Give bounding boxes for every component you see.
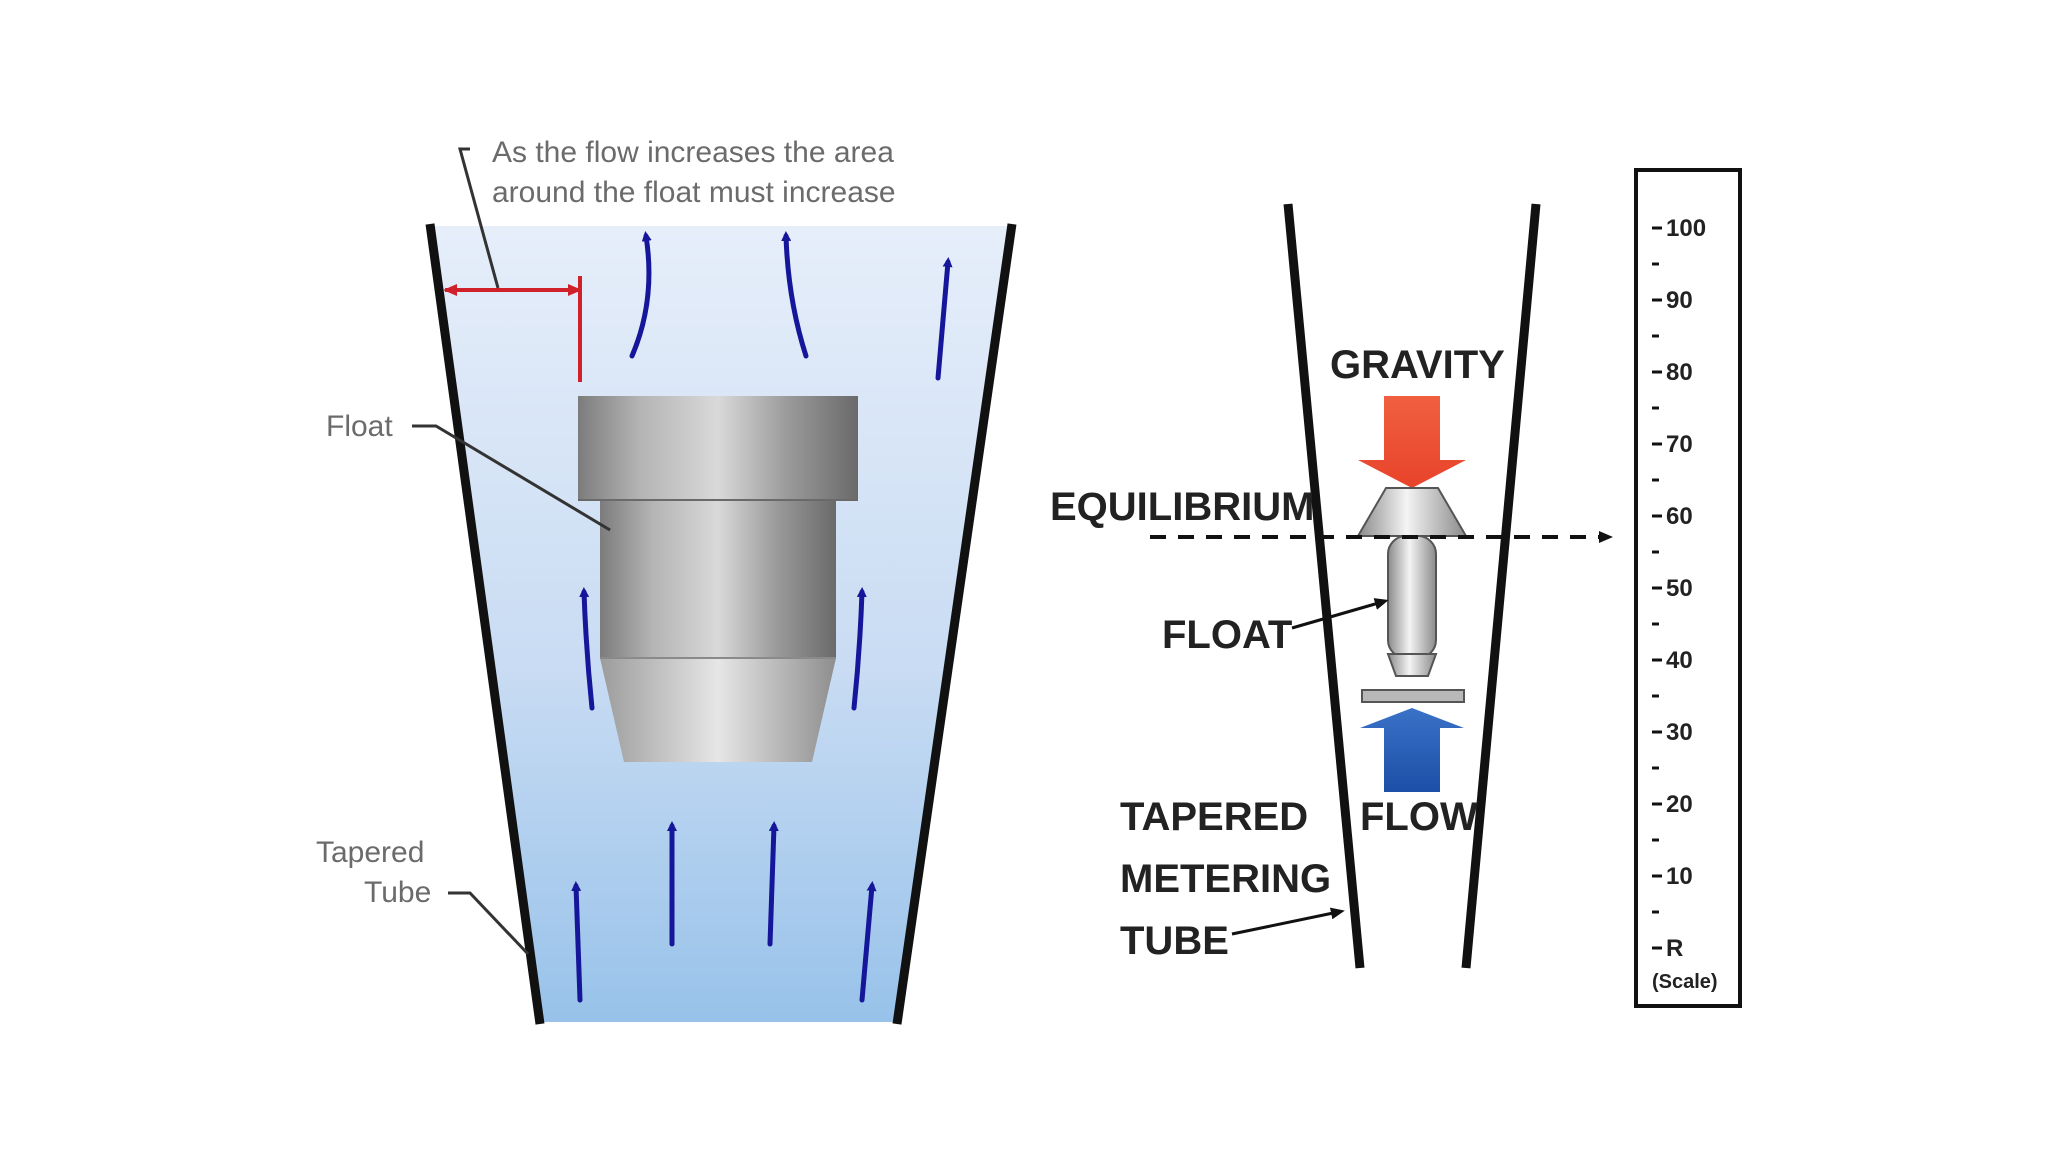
area-annotation-line1: As the flow increases the area xyxy=(492,136,894,169)
area-dimension-marker xyxy=(443,147,582,382)
metering-float xyxy=(1356,487,1468,703)
flow-arrow xyxy=(859,881,877,1003)
gravity-label: GRAVITY xyxy=(1330,343,1505,387)
scale-tick-label: 100 xyxy=(1666,215,1706,242)
metering-tube-wall-right xyxy=(1461,203,1541,969)
tube-label-line2: Tube xyxy=(364,876,431,909)
scale-tick-label: R xyxy=(1666,935,1683,962)
flow-arrow xyxy=(767,821,779,947)
scale-tick-label: 70 xyxy=(1666,431,1693,458)
scale-tick-label: 50 xyxy=(1666,575,1693,602)
right-panel: GRAVITY FLOW EQUILIBRIUM FLOAT TAPERED M… xyxy=(1050,168,1742,1008)
scale-tick-label: 60 xyxy=(1666,503,1693,530)
float-leader-line xyxy=(412,424,611,532)
scale-tick-label: 20 xyxy=(1666,791,1693,818)
flow-arrow xyxy=(935,257,953,381)
flow-force-arrow xyxy=(1360,708,1464,792)
flow-arrows xyxy=(571,231,953,1003)
metering-float-leader xyxy=(1291,598,1389,630)
tube-label-line1: Tapered xyxy=(316,836,424,869)
scale-tick-label: 40 xyxy=(1666,647,1693,674)
scale-tick-label: 90 xyxy=(1666,287,1693,314)
scale-caption: (Scale) xyxy=(1652,971,1718,993)
tube-leader-line xyxy=(448,891,530,956)
flow-label: FLOW xyxy=(1360,795,1478,839)
gravity-arrow xyxy=(1358,396,1466,488)
float-label: Float xyxy=(326,410,393,443)
scale-ticks: 100 90 80 70 60 50 40 30 20 10R xyxy=(1652,215,1706,962)
scale-tick-label: 80 xyxy=(1666,359,1693,386)
tube-wall-right xyxy=(892,223,1017,1025)
flow-arrow xyxy=(629,231,652,359)
equilibrium-label: EQUILIBRIUM xyxy=(1050,485,1314,529)
metering-float-label: FLOAT xyxy=(1162,613,1292,657)
scale-tick-label: 30 xyxy=(1666,719,1693,746)
flow-arrow xyxy=(781,231,809,359)
tube-wall-left xyxy=(425,223,545,1025)
metering-tube-label-line1: TAPERED xyxy=(1120,795,1308,839)
metering-tube-leader xyxy=(1231,907,1345,936)
left-panel: As the flow increases the area around th… xyxy=(316,136,1017,1025)
flow-arrow xyxy=(571,881,583,1003)
float-body xyxy=(578,396,858,762)
flow-arrow xyxy=(851,587,867,711)
metering-tube-wall-left xyxy=(1283,203,1365,969)
flow-arrow xyxy=(579,587,595,711)
metering-tube-label-line3: TUBE xyxy=(1120,919,1229,963)
scale-tick-label: 10 xyxy=(1666,863,1693,890)
metering-tube-label-line2: METERING xyxy=(1120,857,1331,901)
area-annotation-line2: around the float must increase xyxy=(492,176,896,209)
